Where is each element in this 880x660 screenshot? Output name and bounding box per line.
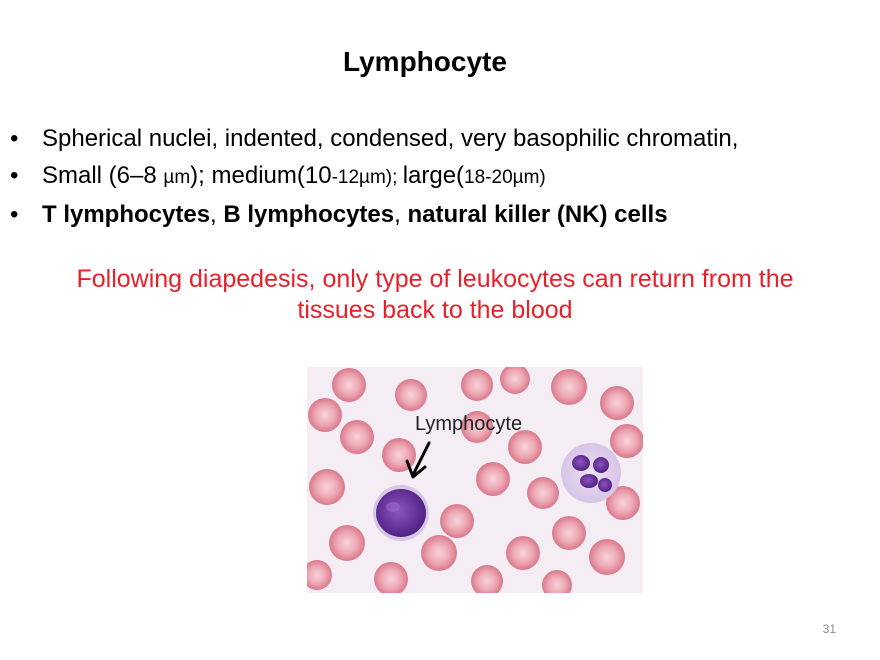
- separator: ,: [210, 201, 224, 228]
- slide-title: Lymphocyte: [343, 46, 507, 77]
- b-lymphocytes-term: B lymphocytes: [223, 201, 395, 228]
- bullet-text-part: 6–8: [116, 162, 164, 189]
- bullet-item: • Small (6–8 µm); medium(10-12µm); large…: [10, 157, 870, 196]
- bullet-list: • Spherical nuclei, indented, condensed,…: [10, 120, 870, 233]
- lymphocyte-cell-icon: [373, 485, 429, 541]
- bullet-dot-icon: •: [10, 201, 19, 228]
- bullet-text-part: µm: [163, 167, 191, 188]
- bullet-item: • Spherical nuclei, indented, condensed,…: [10, 120, 870, 157]
- note-line: Following diapedesis, only type of leuko…: [76, 265, 794, 293]
- bullet-text-part: Small (: [42, 162, 117, 189]
- bullet-text-part: medium(10: [204, 162, 332, 189]
- bullet-item: • T lymphocytes, B lymphocytes, natural …: [10, 196, 870, 233]
- highlight-note: Following diapedesis, only type of leuko…: [20, 264, 850, 326]
- blood-smear-illustration: Lymphocyte: [307, 367, 643, 593]
- bullet-text: Spherical nuclei, indented, condensed, v…: [42, 125, 739, 152]
- note-line: tissues back to the blood: [297, 296, 573, 324]
- page-number: 31: [822, 622, 836, 636]
- bullet-text-part: -12µm);: [331, 167, 403, 188]
- bullet-text-part: large(: [402, 162, 465, 189]
- t-lymphocytes-term: T lymphocytes: [42, 201, 211, 228]
- separator: ,: [394, 201, 408, 228]
- nk-cells-term: natural killer (NK) cells: [407, 201, 668, 228]
- figure-label: Lymphocyte: [415, 413, 522, 435]
- neutrophil-cell-icon: [561, 443, 621, 503]
- bullet-text-part: 18-20µm): [464, 167, 546, 188]
- blood-smear-image: Lymphocyte: [307, 367, 643, 593]
- bullet-text-part: );: [190, 162, 205, 189]
- red-blood-cell-icon: [307, 367, 643, 593]
- arrow-icon: [405, 441, 431, 479]
- bullet-dot-icon: •: [10, 162, 19, 189]
- bullet-dot-icon: •: [10, 125, 19, 152]
